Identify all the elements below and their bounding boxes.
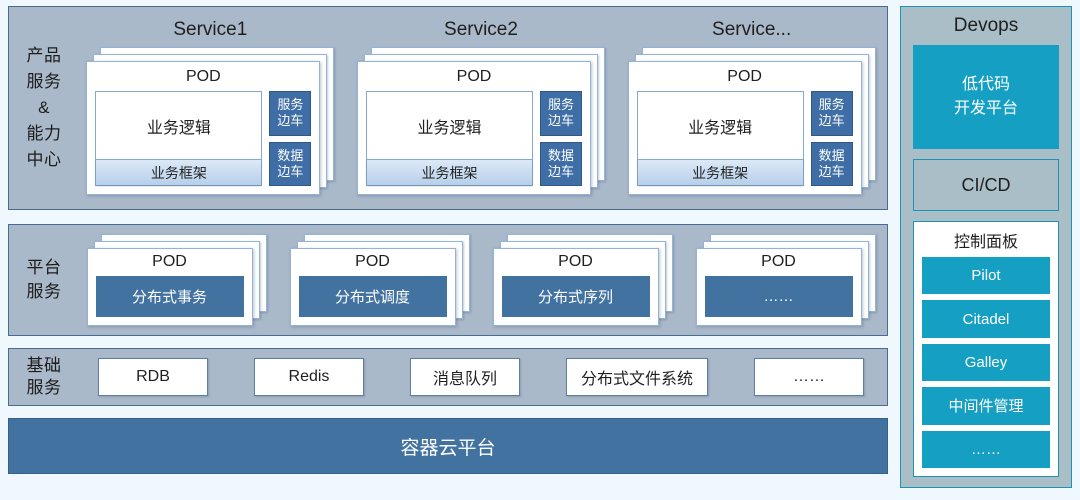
band-label-infra: 基础 服务 (26, 356, 62, 397)
platform-pod-group[interactable]: POD …… (695, 234, 876, 326)
pod-card[interactable]: POD …… (695, 248, 862, 326)
service-title: Service1 (173, 19, 248, 40)
data-sidecar-box[interactable]: 数据 边车 (539, 141, 582, 186)
infra-item-rdb[interactable]: RDB (97, 358, 208, 396)
pod-stack: POD 分布式序列 (492, 234, 673, 326)
control-item-middleware-management[interactable]: 中间件管理 (922, 387, 1050, 425)
infra-item-more[interactable]: …… (753, 358, 864, 396)
control-item-more[interactable]: …… (922, 430, 1050, 469)
pod-stack: POD 业务逻辑 业务框架 服务 边车 数据 边车 (356, 47, 605, 195)
infra-item-message-queue[interactable]: 消息队列 (409, 358, 520, 396)
devops-title: Devops (953, 15, 1019, 36)
product-services-body: Service1 POD 业务逻辑 业务框架 (75, 7, 887, 209)
service-group[interactable]: Service2 POD 业务逻辑 业务框架 (356, 19, 605, 197)
pod-inner: 业务逻辑 业务框架 服务 边车 数据 边车 (365, 91, 582, 186)
platform-services-body: POD 分布式事务 POD 分布式调度 (75, 225, 887, 335)
data-sidecar-box[interactable]: 数据 边车 (810, 141, 853, 186)
platform-service-name: 分布式序列 (501, 276, 650, 317)
service-sidecar-box[interactable]: 服务 边车 (539, 91, 582, 136)
business-logic-column: 业务逻辑 业务框架 (365, 91, 533, 186)
sidecar-column: 服务 边车 数据 边车 (539, 91, 582, 186)
pod-title: POD (761, 253, 796, 270)
infra-services-body: RDB Redis 消息队列 分布式文件系统 …… (75, 349, 887, 405)
business-logic-box: 业务逻辑 (146, 119, 211, 137)
band-product-services: 产品 服务 & 能力 中心 Service1 POD 业务逻辑 业务框架 (8, 6, 888, 210)
platform-service-name: 分布式事务 (95, 276, 244, 317)
pod-stack: POD …… (695, 234, 876, 326)
service-sidecar-box[interactable]: 服务 边车 (269, 91, 312, 136)
pod-inner: 业务逻辑 业务框架 服务 边车 数据 边车 (95, 91, 312, 186)
pod-card[interactable]: POD 分布式调度 (289, 248, 456, 326)
pod-stack: POD 业务逻辑 业务框架 服务 边车 数据 边车 (627, 47, 876, 195)
band-label-product: 产品 服务 & 能力 中心 (26, 46, 62, 169)
devops-panel: Devops 低代码 开发平台 CI/CD 控制面板 Pilot Citadel… (900, 6, 1072, 488)
pod-title: POD (152, 253, 187, 270)
service-group[interactable]: Service1 POD 业务逻辑 业务框架 (86, 19, 335, 197)
platform-pod-group[interactable]: POD 分布式调度 (289, 234, 470, 326)
pod-card[interactable]: POD 业务逻辑 业务框架 服务 边车 数据 边车 (86, 61, 321, 195)
control-panel-title: 控制面板 (953, 234, 1018, 251)
business-framework-box: 业务框架 (366, 159, 532, 185)
service-sidecar-box[interactable]: 服务 边车 (810, 91, 853, 136)
business-framework-box: 业务框架 (96, 159, 262, 185)
data-sidecar-box[interactable]: 数据 边车 (269, 141, 312, 186)
band-platform-services: 平台 服务 POD 分布式事务 (8, 224, 888, 336)
pod-card[interactable]: POD 分布式事务 (86, 248, 253, 326)
platform-pod-group[interactable]: POD 分布式事务 (86, 234, 267, 326)
control-item-citadel[interactable]: Citadel (922, 300, 1050, 338)
pod-card[interactable]: POD 业务逻辑 业务框架 服务 边车 数据 边车 (627, 61, 862, 195)
sidecar-column: 服务 边车 数据 边车 (810, 91, 853, 186)
main-stack-column: 产品 服务 & 能力 中心 Service1 POD 业务逻辑 业务框架 (8, 6, 888, 494)
cicd-box[interactable]: CI/CD (913, 159, 1059, 211)
pod-stack: POD 分布式事务 (86, 234, 267, 326)
business-logic-box: 业务逻辑 (417, 119, 482, 137)
pod-title: POD (456, 68, 492, 85)
pod-title: POD (727, 68, 762, 85)
pod-card[interactable]: POD 分布式序列 (492, 248, 659, 326)
lowcode-platform-box[interactable]: 低代码 开发平台 (913, 45, 1059, 149)
band-infra-services: 基础 服务 RDB Redis 消息队列 分布式文件系统 …… (8, 348, 888, 406)
business-framework-box: 业务框架 (637, 159, 803, 185)
band-container-cloud-platform: 容器云平台 (8, 418, 888, 474)
pod-title: POD (558, 253, 593, 270)
band-label-platform: 平台 服务 (26, 258, 62, 301)
platform-pod-group[interactable]: POD 分布式序列 (492, 234, 673, 326)
pod-title: POD (185, 68, 221, 85)
infra-item-distributed-file-system[interactable]: 分布式文件系统 (565, 358, 708, 396)
infra-item-redis[interactable]: Redis (253, 358, 364, 396)
pod-title: POD (355, 253, 390, 270)
business-logic-column: 业务逻辑 业务框架 (95, 91, 263, 186)
control-item-galley[interactable]: Galley (922, 343, 1050, 382)
control-panel: 控制面板 Pilot Citadel Galley 中间件管理 …… (913, 221, 1059, 477)
service-group[interactable]: Service... POD 业务逻辑 业务框架 (627, 19, 876, 197)
business-logic-box: 业务逻辑 (688, 119, 753, 137)
platform-service-name: …… (704, 276, 853, 317)
sidecar-column: 服务 边车 数据 边车 (269, 91, 312, 186)
platform-service-name: 分布式调度 (298, 276, 447, 317)
business-logic-column: 业务逻辑 业务框架 (636, 91, 804, 186)
service-title: Service... (712, 19, 792, 40)
pod-inner: 业务逻辑 业务框架 服务 边车 数据 边车 (636, 91, 853, 186)
control-item-pilot[interactable]: Pilot (922, 257, 1050, 295)
pod-stack: POD 业务逻辑 业务框架 服务 边车 数据 边车 (86, 47, 335, 195)
service-title: Service2 (444, 19, 518, 40)
pod-stack: POD 分布式调度 (289, 234, 470, 326)
control-panel-list: Pilot Citadel Galley 中间件管理 …… (922, 257, 1050, 469)
pod-card[interactable]: POD 业务逻辑 业务框架 服务 边车 数据 边车 (356, 61, 591, 195)
